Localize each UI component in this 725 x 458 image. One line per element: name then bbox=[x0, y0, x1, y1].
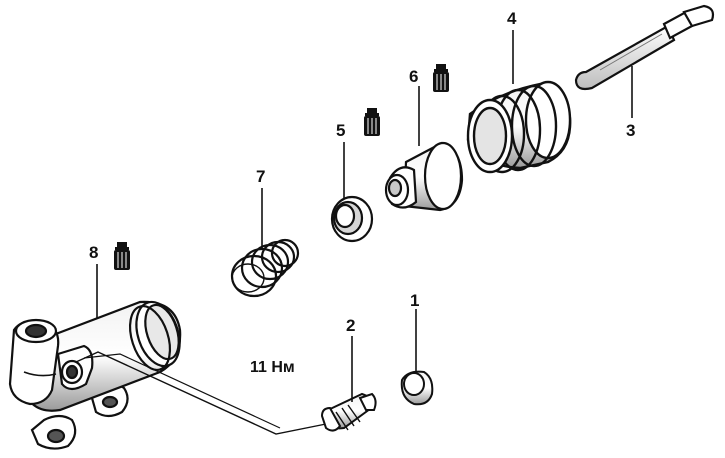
label-part-7: 7 bbox=[256, 167, 265, 186]
seal-cup bbox=[330, 195, 374, 243]
label-part-4: 4 bbox=[507, 9, 517, 28]
piston bbox=[384, 141, 464, 212]
slave-cylinder-body bbox=[8, 300, 182, 450]
lubricant-tube-icon bbox=[363, 107, 381, 137]
bleeder-cap bbox=[400, 370, 434, 406]
label-torque: 11 Нм bbox=[250, 359, 295, 376]
spring bbox=[230, 238, 300, 298]
dust-boot bbox=[466, 80, 572, 174]
label-part-1: 1 bbox=[410, 291, 419, 310]
label-part-8: 8 bbox=[89, 243, 98, 262]
lubricant-tube-icon bbox=[432, 63, 450, 93]
leader-line-bleeder bbox=[75, 351, 327, 435]
leader-line-bleeder-inner bbox=[83, 353, 281, 429]
push-rod bbox=[574, 4, 715, 91]
label-part-3: 3 bbox=[626, 121, 635, 140]
label-part-6: 6 bbox=[409, 67, 418, 86]
label-part-2: 2 bbox=[346, 316, 355, 335]
leader-lines bbox=[96, 30, 633, 402]
lubricant-tube-icon bbox=[113, 241, 131, 271]
bleeder-valve bbox=[320, 392, 377, 432]
label-part-5: 5 bbox=[336, 121, 345, 140]
